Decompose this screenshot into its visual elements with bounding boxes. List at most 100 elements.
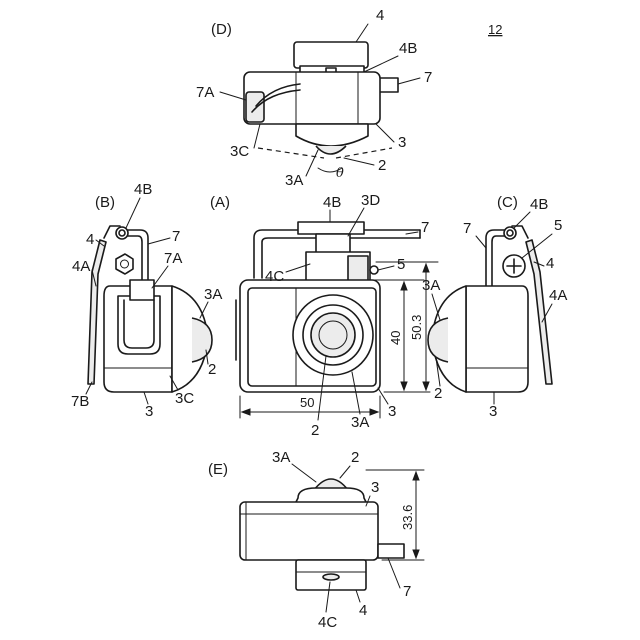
b-label-3A: 3A bbox=[204, 286, 222, 303]
b-label-2: 2 bbox=[208, 361, 216, 378]
c-label-4A: 4A bbox=[549, 287, 567, 304]
c-label-7: 7 bbox=[463, 220, 471, 237]
d-leader-3C bbox=[254, 124, 260, 148]
e-label-2: 2 bbox=[351, 449, 359, 466]
view-e-bottom: (E) 33.6 3A 2 3 7 4C 4 bbox=[208, 449, 424, 631]
d-leader-7A bbox=[220, 92, 246, 100]
a-dim-arrow-bb bbox=[401, 382, 407, 390]
view-label-e: (E) bbox=[208, 461, 228, 478]
c-pivot-inner bbox=[507, 230, 513, 236]
b-leader-4B bbox=[126, 198, 140, 228]
d-label-4B: 4B bbox=[399, 40, 417, 57]
c-bracket-7 bbox=[486, 230, 504, 290]
e-dim-arrow-b bbox=[413, 550, 419, 558]
a-leader-7 bbox=[406, 232, 418, 234]
a-leader-5 bbox=[378, 266, 394, 270]
figure-number: 12 bbox=[488, 22, 502, 37]
d-leader-2 bbox=[344, 158, 374, 165]
d-leader-3 bbox=[376, 124, 394, 142]
d-label-3A: 3A bbox=[285, 172, 303, 189]
d-label-theta: θ bbox=[336, 166, 344, 181]
d-label-4: 4 bbox=[376, 7, 384, 24]
c-camera-body bbox=[466, 286, 528, 392]
b-label-7A: 7A bbox=[164, 250, 182, 267]
a-lens-2 bbox=[311, 313, 355, 357]
c-label-5: 5 bbox=[554, 217, 562, 234]
c-bracket-7-inner bbox=[492, 236, 504, 290]
dim-width: 50 bbox=[300, 395, 314, 410]
e-label-4: 4 bbox=[359, 602, 367, 619]
e-leader-2 bbox=[340, 466, 350, 478]
c-label-3A: 3A bbox=[422, 277, 440, 294]
d-angle-line-left bbox=[258, 148, 324, 158]
dim-depth: 33.6 bbox=[400, 505, 415, 530]
d-leader-7 bbox=[398, 78, 420, 84]
c-lens-dome-3A bbox=[428, 318, 448, 362]
d-label-7: 7 bbox=[424, 69, 432, 86]
view-label-d: (D) bbox=[211, 21, 232, 38]
b-pivot-inner bbox=[119, 230, 125, 236]
e-label-7: 7 bbox=[403, 583, 411, 600]
c-label-4: 4 bbox=[546, 255, 554, 272]
b-arm-top bbox=[130, 280, 154, 300]
view-d-top: (D) 4 4B 7 7A 3 3C 2 3A θ bbox=[196, 7, 432, 189]
a-dim-arrow-tb bbox=[423, 382, 429, 390]
a-dim-arrow-r bbox=[370, 409, 378, 415]
a-dim-arrow-l bbox=[242, 409, 250, 415]
e-clip-4C bbox=[323, 574, 339, 580]
c-leader-7 bbox=[476, 236, 486, 248]
a-dim-arrow-bt bbox=[401, 282, 407, 290]
b-label-3: 3 bbox=[145, 403, 153, 420]
a-label-3D: 3D bbox=[361, 192, 380, 209]
b-label-3C: 3C bbox=[175, 390, 194, 407]
e-leader-4 bbox=[356, 590, 360, 602]
dim-height-body: 40 bbox=[388, 331, 403, 345]
b-label-7B: 7B bbox=[71, 393, 89, 410]
a-label-4C: 4C bbox=[265, 268, 284, 285]
e-label-3A: 3A bbox=[272, 449, 290, 466]
a-screw-5 bbox=[370, 266, 378, 274]
d-label-7A: 7A bbox=[196, 84, 214, 101]
a-connector bbox=[348, 256, 368, 282]
d-lens-dome-2 bbox=[316, 146, 346, 154]
view-label-b: (B) bbox=[95, 194, 115, 211]
e-camera-body bbox=[240, 502, 378, 560]
a-label-5: 5 bbox=[397, 256, 405, 273]
e-bracket-7 bbox=[378, 544, 404, 558]
e-label-3: 3 bbox=[371, 479, 379, 496]
b-leader-7 bbox=[148, 238, 170, 244]
c-label-4B: 4B bbox=[530, 196, 548, 213]
d-leader-4B bbox=[364, 56, 398, 72]
dim-height-total: 50.3 bbox=[409, 315, 424, 340]
view-c-right-side: (C) 4B 7 5 4 3A 4A 2 3 bbox=[422, 194, 567, 420]
b-label-7: 7 bbox=[172, 228, 180, 245]
a-module-4B bbox=[298, 222, 364, 234]
a-label-2: 2 bbox=[311, 422, 319, 439]
view-b-left-side: (B) 4B 4 7 4A 7A 3A 2 7B 3 3C bbox=[71, 181, 222, 420]
view-label-c: (C) bbox=[497, 194, 518, 211]
e-dim-arrow-t bbox=[413, 472, 419, 480]
b-nut bbox=[116, 254, 133, 274]
d-leader-3A bbox=[306, 150, 318, 176]
d-leader-4 bbox=[356, 24, 368, 42]
b-label-4: 4 bbox=[86, 231, 94, 248]
a-mount-3D bbox=[316, 234, 350, 254]
d-label-3C: 3C bbox=[230, 143, 249, 160]
e-label-4C: 4C bbox=[318, 614, 337, 631]
d-arm-7A bbox=[246, 92, 264, 122]
a-label-3A: 3A bbox=[351, 414, 369, 431]
b-label-4A: 4A bbox=[72, 258, 90, 275]
b-lens-dome-3A bbox=[192, 318, 212, 362]
a-label-7: 7 bbox=[421, 219, 429, 236]
d-lens-housing bbox=[296, 124, 368, 146]
c-label-2: 2 bbox=[434, 385, 442, 402]
b-label-4B: 4B bbox=[134, 181, 152, 198]
e-leader-3A bbox=[292, 464, 316, 482]
a-label-3: 3 bbox=[388, 403, 396, 420]
b-leader-7A bbox=[152, 266, 168, 288]
d-module-4 bbox=[294, 42, 368, 68]
view-a-front: (A) 50 40 50.3 4B bbox=[210, 192, 438, 439]
e-leader-7 bbox=[388, 558, 400, 588]
d-label-3: 3 bbox=[398, 134, 406, 151]
